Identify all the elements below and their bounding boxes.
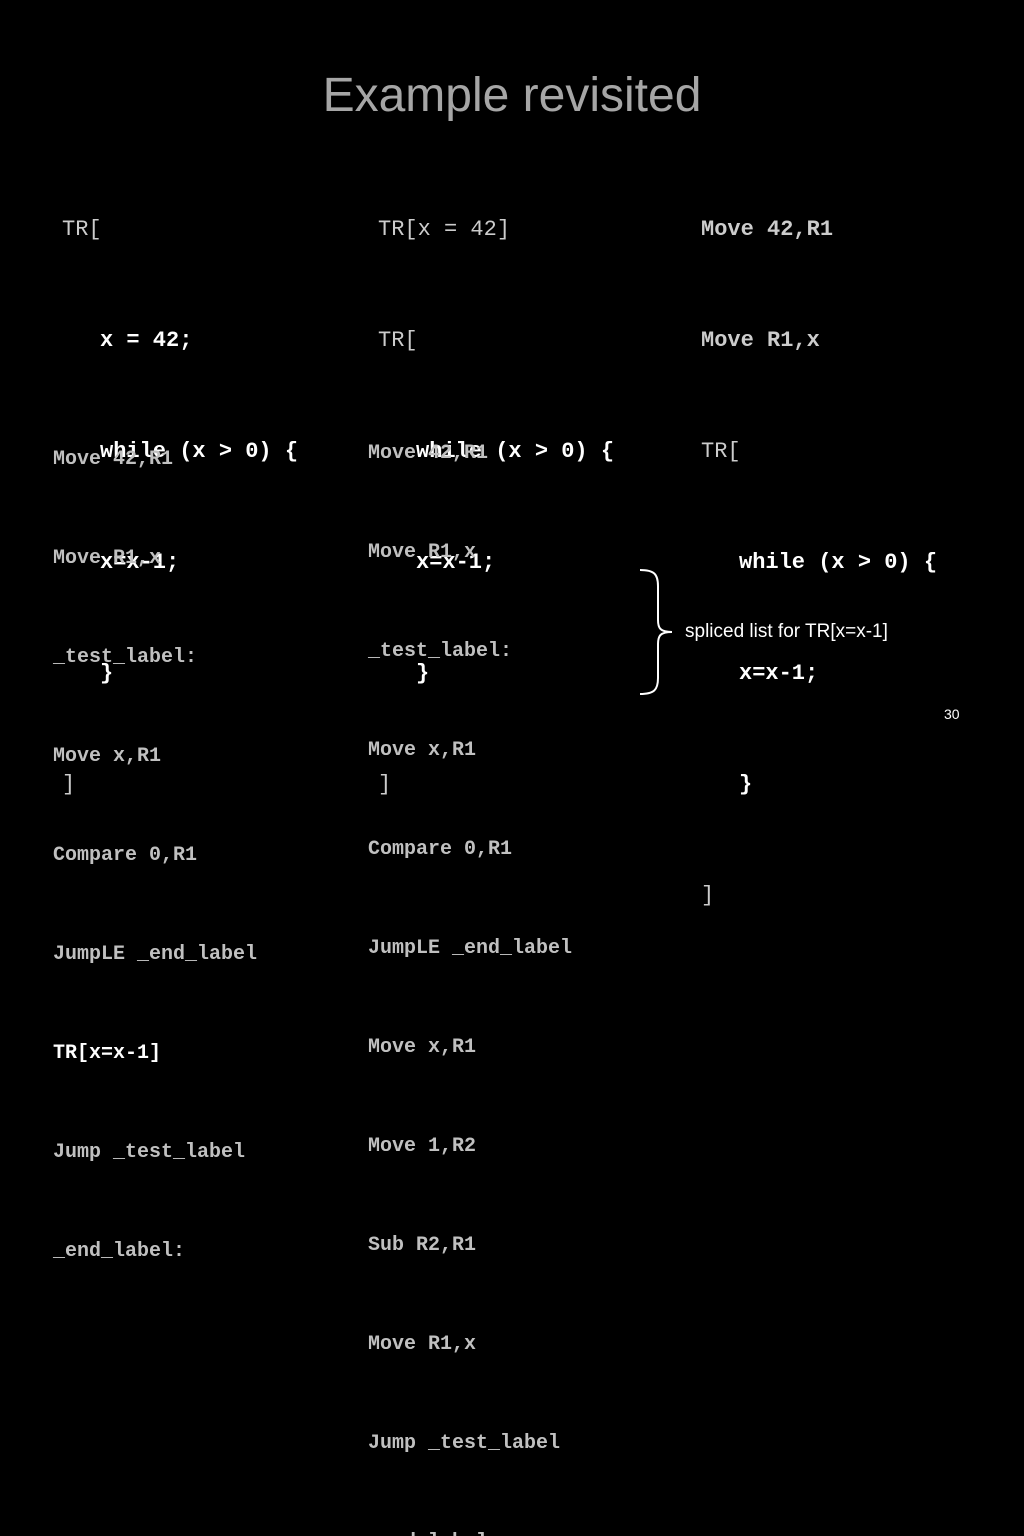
asm-line: Compare 0,R1	[53, 844, 198, 867]
asm-line: Move 1,R2	[368, 1135, 477, 1158]
middle-assembly-listing: Move 42,R1 Move R1,x _test_label: Move x…	[368, 371, 572, 1536]
right-source-code: Move 42,R1 Move R1,x TR[ while (x > 0) {…	[701, 137, 937, 951]
code-line: ]	[701, 883, 715, 908]
code-line: x=x-1;	[100, 550, 180, 575]
asm-line: Jump _test_label	[53, 1141, 246, 1164]
code-line: TR[x = 42]	[378, 217, 511, 242]
code-line: }	[416, 661, 430, 686]
asm-line: Move x,R1	[368, 739, 477, 762]
code-line: Move R1,x	[701, 328, 820, 353]
asm-line: Move R1,x	[368, 541, 477, 564]
asm-line: Compare 0,R1	[368, 838, 513, 861]
code-line: x = 42;	[100, 328, 193, 353]
middle-source-code: TR[x = 42] TR[ while (x > 0) { x=x-1; } …	[378, 137, 614, 840]
asm-line: _end_label:	[368, 1526, 572, 1536]
code-line: TR[	[378, 328, 418, 353]
code-line: while (x > 0) {	[739, 550, 938, 575]
asm-line: Jump _test_label	[368, 1432, 561, 1455]
curly-brace-icon	[639, 569, 673, 695]
code-line: }	[739, 772, 753, 797]
asm-line: Move x,R1	[53, 745, 162, 768]
asm-line: _test_label:	[368, 640, 513, 663]
asm-line: Move R1,x	[53, 547, 162, 570]
asm-line: Move R1,x	[368, 1333, 477, 1356]
spliced-list-label: spliced list for TR[x=x-1]	[685, 621, 888, 642]
left-source-code: TR[ x = 42; while (x > 0) { x=x-1; } ]	[62, 137, 298, 840]
code-line: TR[	[701, 439, 741, 464]
left-assembly-listing: Move 42,R1 Move R1,x _test_label: Move x…	[53, 377, 257, 1301]
slide-title: Example revisited	[322, 69, 702, 122]
page-number: 30	[944, 706, 960, 722]
asm-line: Move x,R1	[368, 1036, 477, 1059]
code-line: x=x-1;	[739, 661, 819, 686]
asm-line: JumpLE _end_label	[53, 943, 258, 966]
code-line: x=x-1;	[416, 550, 496, 575]
code-line: while (x > 0) {	[100, 439, 299, 464]
asm-line: JumpLE _end_label	[368, 937, 573, 960]
asm-line: _end_label:	[53, 1240, 186, 1263]
code-line: Move 42,R1	[701, 217, 834, 242]
code-line: TR[	[62, 217, 102, 242]
asm-line: _test_label:	[53, 646, 198, 669]
code-line: }	[100, 661, 114, 686]
asm-line: Sub R2,R1	[368, 1234, 477, 1257]
asm-line: Move 42,R1	[53, 448, 174, 471]
asm-line: TR[x=x-1]	[53, 1042, 162, 1065]
asm-line: Move 42,R1	[368, 442, 489, 465]
code-line: while (x > 0) {	[416, 439, 615, 464]
